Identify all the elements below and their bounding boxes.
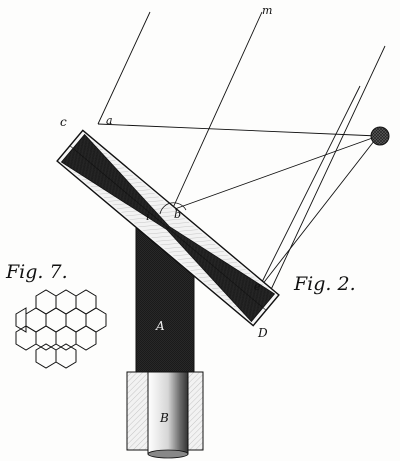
- fig7-caption: Fig. 7.: [5, 261, 68, 283]
- label-B: B: [159, 411, 169, 425]
- ray-m: [171, 11, 263, 211]
- label-c: c: [60, 115, 67, 129]
- angle-arc-b: [159, 202, 187, 215]
- label-D: D: [257, 326, 268, 340]
- ray-from-D: [267, 45, 386, 297]
- ray-from-a: [97, 11, 151, 125]
- label-e: e: [254, 280, 261, 293]
- label-m: m: [262, 4, 272, 17]
- label-i: i: [146, 210, 150, 223]
- ray-from-e: [257, 85, 361, 291]
- cylinder-B: [126, 371, 204, 459]
- label-b: b: [174, 208, 181, 221]
- right-wedge: [166, 225, 276, 323]
- mirror-box: [56, 129, 280, 327]
- label-a: a: [106, 114, 113, 127]
- ray-a-to-sun: [97, 123, 379, 137]
- sun-sphere: [370, 126, 390, 146]
- label-A: A: [155, 319, 165, 333]
- fig2-caption: Fig. 2.: [293, 273, 356, 295]
- hexagon-grid: [15, 289, 107, 369]
- ray-e-to-sun: [257, 135, 379, 291]
- ray-b-to-sun: [171, 135, 379, 211]
- light-rays: [97, 11, 386, 297]
